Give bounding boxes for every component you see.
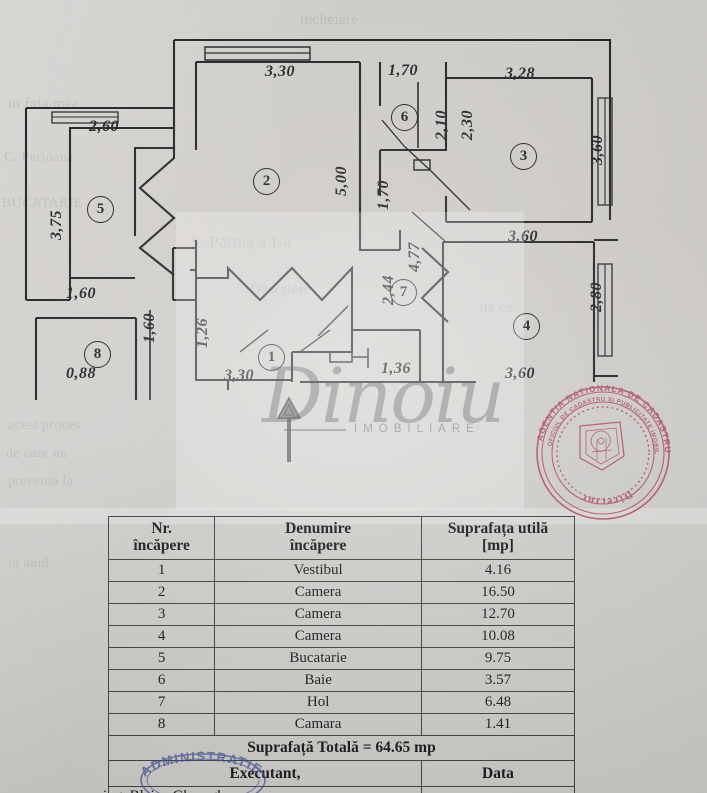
table-row: 6 Baie 3.57 (107, 668, 576, 692)
data-label: Data (420, 759, 576, 787)
dimension-label: 3,60 (589, 135, 606, 165)
room-number-5: 5 (87, 196, 114, 223)
cell-name: Camara (214, 712, 422, 736)
table-footer-row: Executant, Data (108, 759, 576, 787)
executant-name: ing. Bleian Gheorghe (103, 788, 231, 793)
dimension-label: 1,60 (141, 313, 158, 343)
dimension-label: 3,30 (265, 63, 295, 80)
room-number-3: 3 (510, 143, 537, 170)
room-number-7: 7 (390, 279, 417, 306)
executant-label: Executant, (108, 759, 422, 787)
cell-nr: 8 (107, 712, 216, 736)
cell-area: 6.48 (420, 690, 576, 714)
dimension-label: 2,80 (588, 282, 605, 312)
table-row: 7 Hol 6.48 (107, 690, 576, 714)
dimension-label: 1,60 (66, 285, 96, 302)
dimension-label: 2,30 (459, 110, 476, 140)
room-number-1: 1 (258, 344, 285, 371)
dimension-label: 0,88 (66, 365, 96, 382)
table-row: 8 Camara 1.41 (107, 712, 576, 736)
table-row: 3 Camera 12.70 (107, 602, 576, 626)
header-sup-line1: Suprafața utilă (447, 520, 549, 537)
rooms-table: Nr. încăpere Denumire încăpere Suprafața… (103, 516, 576, 793)
dimension-label: 4,77 (406, 242, 423, 272)
room-number-8: 8 (84, 341, 111, 368)
dimension-label: 5,00 (333, 166, 350, 196)
data-value-cell (420, 785, 576, 793)
dimension-label: 3,28 (505, 65, 535, 82)
dimension-label: 3,75 (48, 210, 65, 240)
cell-name: Camera (214, 602, 422, 626)
header-nr: Nr. încăpere (107, 516, 216, 560)
dimension-label: 2,10 (433, 110, 450, 140)
cell-name: Hol (214, 690, 422, 714)
cell-area: 4.16 (420, 558, 576, 582)
header-suprafata: Suprafața utilă [mp] (420, 516, 576, 560)
dimension-label: 2,60 (89, 118, 119, 135)
plan-vector (24, 38, 618, 400)
cell-nr: 5 (107, 646, 216, 670)
dimension-label: 1,36 (381, 360, 411, 377)
cell-name: Vestibul (214, 558, 422, 582)
table-row: 1 Vestibul 4.16 (107, 558, 576, 582)
dimension-label: 3,30 (224, 367, 254, 384)
header-nr-line1: Nr. (151, 520, 172, 537)
cell-name: Camera (214, 624, 422, 648)
header-sup-line2: [mp] (482, 537, 514, 555)
cell-nr: 2 (107, 580, 216, 604)
dimension-label: 1,26 (194, 318, 211, 348)
cell-area: 12.70 (420, 602, 576, 626)
north-arrow-icon (276, 396, 302, 462)
cell-name: Bucatarie (214, 646, 422, 670)
floor-plan-drawing: 1 2 3 4 5 6 7 8 3,30 1,70 3,28 2,60 2,10… (24, 38, 618, 462)
table-row: 2 Camera 16.50 (107, 580, 576, 604)
cell-area: 10.08 (420, 624, 576, 648)
table-signature-row: ing. Bleian Gheorghe (103, 785, 576, 793)
dimension-label: 1,70 (375, 180, 392, 210)
room-number-2: 2 (253, 168, 280, 195)
executant-name-cell: ing. Bleian Gheorghe (103, 785, 422, 793)
cell-area: 9.75 (420, 646, 576, 670)
dimension-label: 2,44 (380, 275, 397, 305)
table-header-row: Nr. încăpere Denumire încăpere Suprafața… (107, 516, 576, 560)
total-area: Suprafață Totală = 64.65 mp (108, 734, 575, 761)
dimension-label: 3,60 (508, 228, 538, 245)
cell-nr: 3 (107, 602, 216, 626)
cell-nr: 1 (107, 558, 216, 582)
cell-nr: 6 (107, 668, 216, 692)
cell-name: Baie (214, 668, 422, 692)
dimension-label: 3,60 (505, 365, 535, 382)
header-den-line2: încăpere (289, 537, 347, 555)
table-row: 5 Bucatarie 9.75 (107, 646, 576, 670)
room-number-6: 6 (391, 104, 418, 131)
dimension-label: 1,70 (388, 62, 418, 79)
cell-area: 3.57 (420, 668, 576, 692)
table-total-row: Suprafață Totală = 64.65 mp (108, 734, 575, 761)
cell-name: Camera (214, 580, 422, 604)
table-row: 4 Camera 10.08 (107, 624, 576, 648)
cell-nr: 7 (107, 690, 216, 714)
header-den-line1: Denumire (285, 520, 352, 537)
cell-area: 16.50 (420, 580, 576, 604)
room-number-4: 4 (513, 313, 540, 340)
header-nr-line2: încăpere (133, 537, 190, 555)
header-denumire: Denumire încăpere (214, 516, 422, 560)
cell-area: 1.41 (420, 712, 576, 736)
cell-nr: 4 (107, 624, 216, 648)
